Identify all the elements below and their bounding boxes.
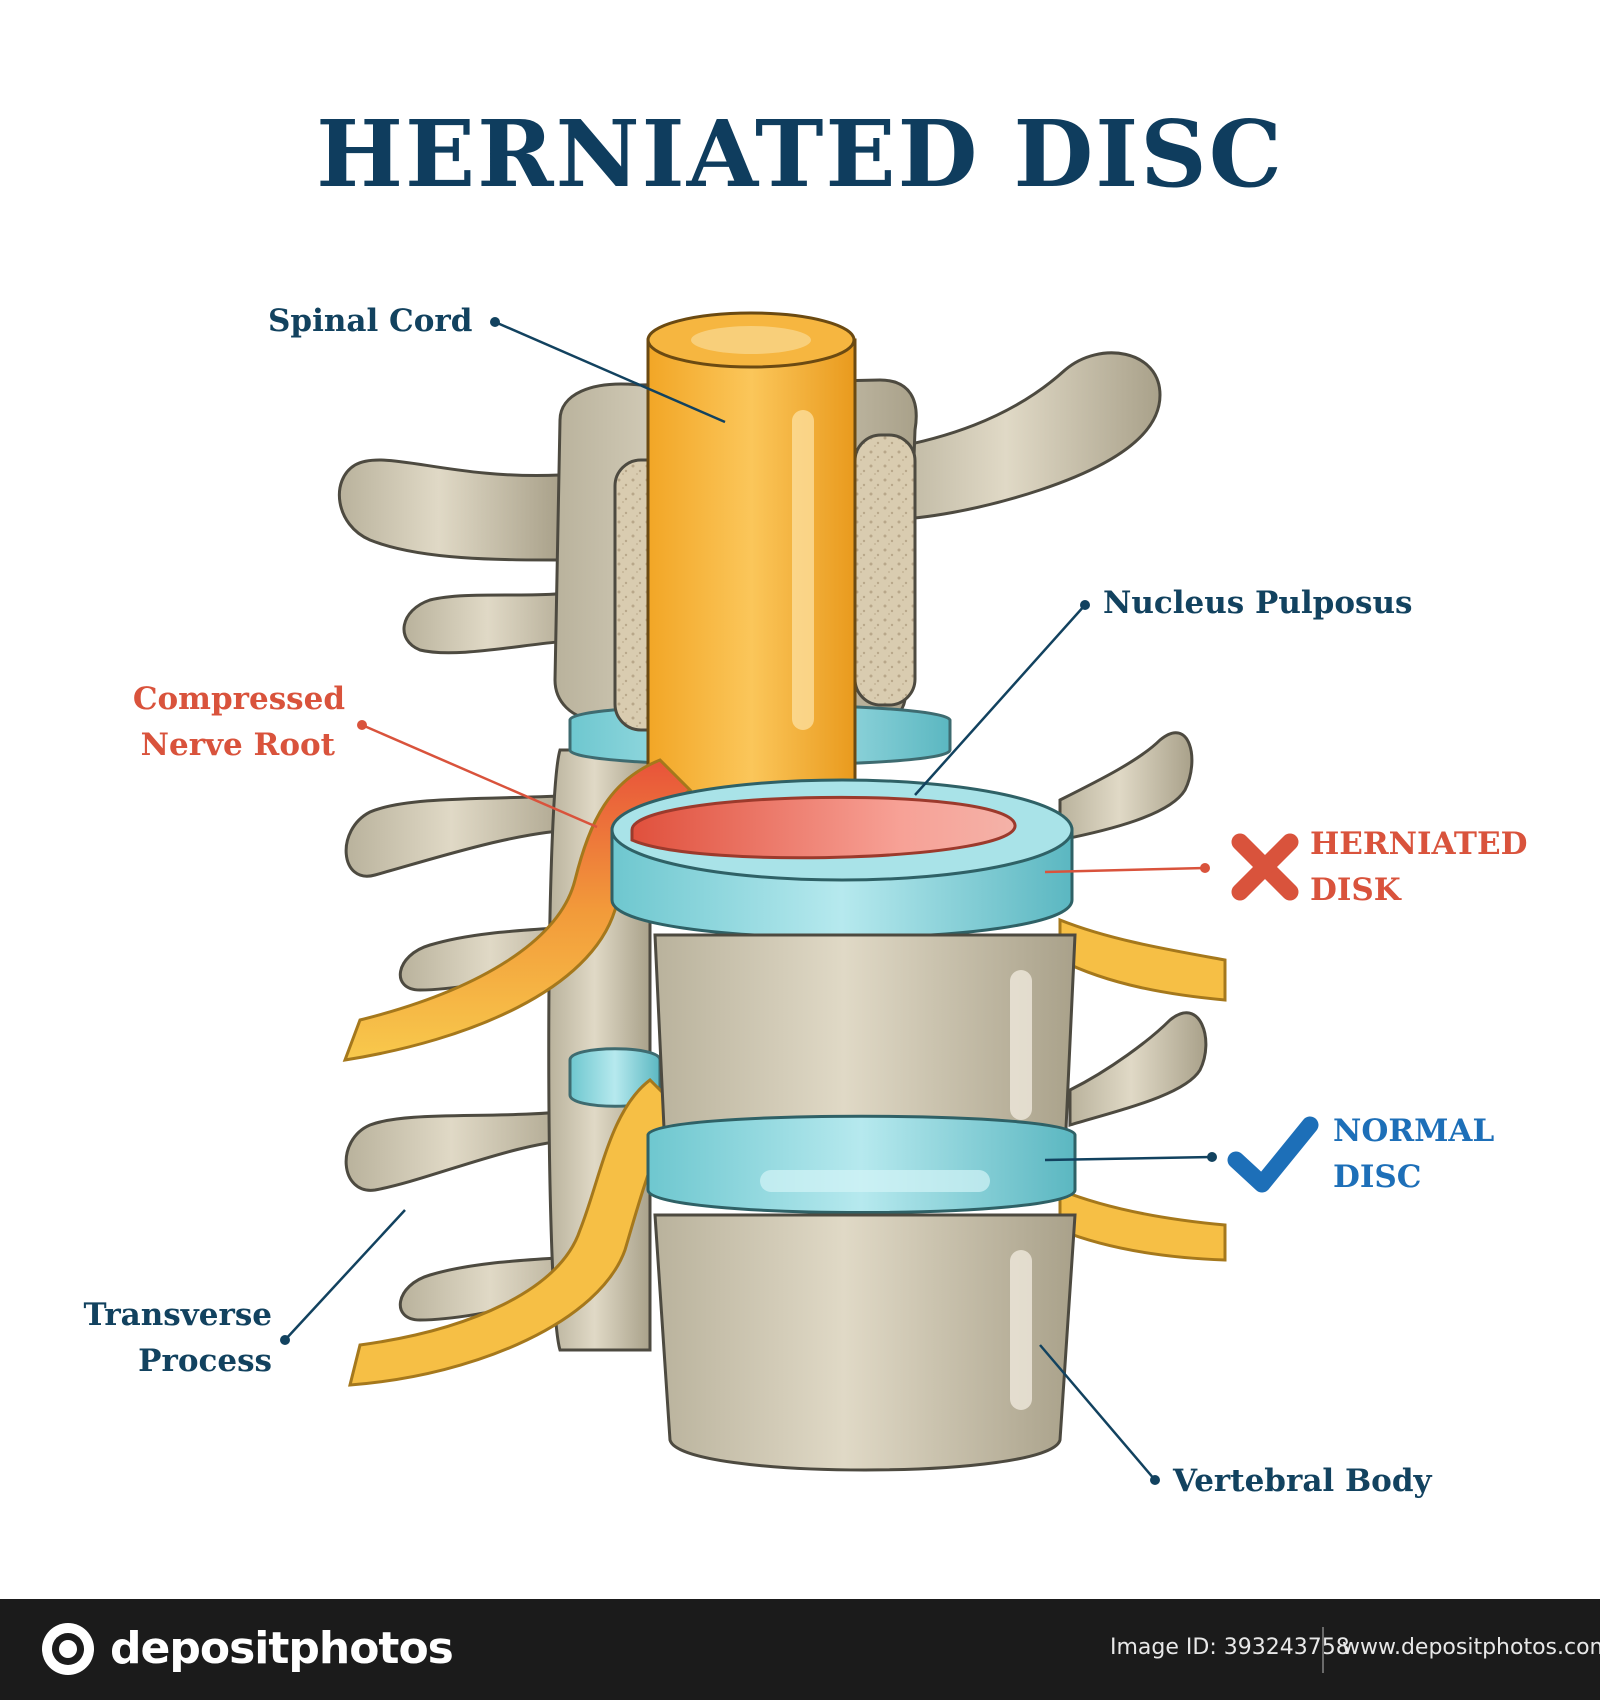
compressed-nerve-root-leader bbox=[361, 723, 598, 829]
cross-icon bbox=[1231, 833, 1299, 901]
vertebral-body-leader bbox=[1039, 1344, 1156, 1481]
footer-brand: depositphotos bbox=[110, 1623, 454, 1674]
depositphotos-logo-icon bbox=[42, 1623, 94, 1675]
label-normal-disc-line2: DISC bbox=[1333, 1159, 1422, 1195]
diagram-title: HERNIATED DISC bbox=[316, 100, 1284, 208]
checkmark-icon bbox=[1227, 1116, 1319, 1193]
normal-disc bbox=[646, 1114, 1077, 1214]
spinal-cord bbox=[646, 311, 857, 797]
leader-lines bbox=[284, 320, 1213, 1481]
label-compressed-nerve-root-line2: Nerve Root bbox=[140, 727, 335, 763]
label-nucleus-pulposus: Nucleus Pulposus bbox=[1103, 585, 1413, 621]
footer-site: www.depositphotos.com bbox=[1342, 1635, 1600, 1660]
spinal-cord-leader bbox=[494, 320, 726, 424]
footer-separator bbox=[1322, 1627, 1324, 1673]
footer-image-id: Image ID: 393243758 bbox=[1110, 1635, 1350, 1660]
label-herniated-disk-line2: DISK bbox=[1310, 872, 1401, 908]
label-spinal-cord: Spinal Cord bbox=[268, 303, 473, 339]
normal-disc-leader bbox=[1044, 1155, 1213, 1162]
label-transverse-process-line2: Process bbox=[138, 1343, 272, 1379]
leader-dots bbox=[280, 317, 1217, 1485]
herniated-disk-leader bbox=[1044, 866, 1206, 874]
label-herniated-disk-line1: HERNIATED bbox=[1310, 826, 1528, 862]
label-normal-disc-line1: NORMAL bbox=[1333, 1113, 1495, 1149]
herniated-disc bbox=[610, 778, 1074, 939]
footer-bar: depositphotos Image ID: 393243758 www.de… bbox=[0, 1599, 1600, 1700]
nucleus-pulposus-shape bbox=[630, 795, 1017, 860]
nucleus-pulposus-leader bbox=[914, 604, 1086, 796]
label-vertebral-body: Vertebral Body bbox=[1173, 1463, 1432, 1499]
spine-illustration bbox=[280, 311, 1319, 1485]
transverse-process-leader bbox=[284, 1209, 406, 1341]
label-compressed-nerve-root-line1: Compressed bbox=[132, 681, 345, 717]
vertebral-body-lower bbox=[653, 1213, 1077, 1472]
label-transverse-process-line1: Transverse bbox=[83, 1297, 272, 1333]
